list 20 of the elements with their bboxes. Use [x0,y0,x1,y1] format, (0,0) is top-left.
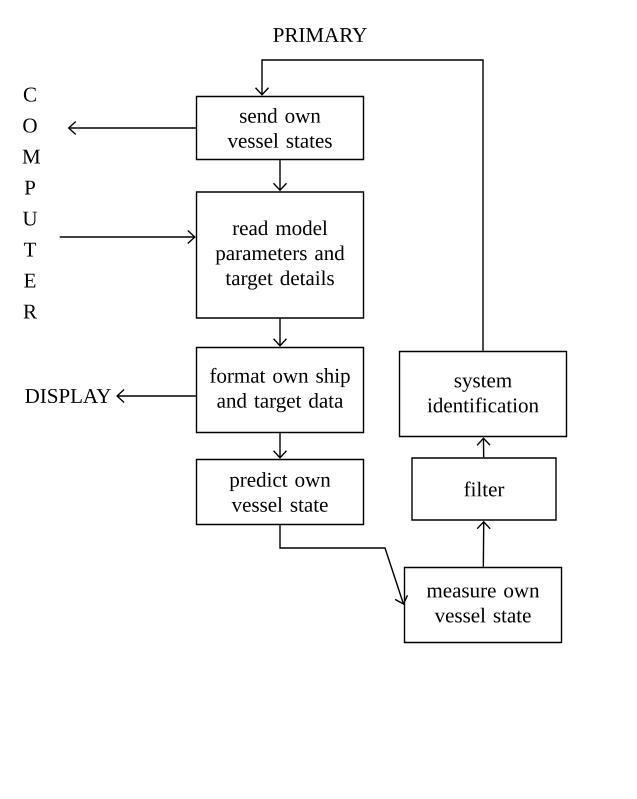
arrow [60,230,196,244]
heading-label: PRIMARY [273,28,367,42]
arrow [476,520,491,567]
arrow [272,318,288,347]
arrow [476,437,491,458]
output-label: DISPLAY [25,388,111,404]
arrow [272,433,288,459]
process-box: send own vessel states [196,96,364,160]
process-box: format own ship and target data [196,346,364,434]
process-box: measure own vessel state [404,566,562,644]
process-box: read model parameters and target details [196,191,364,319]
process-box: predict own vessel state [196,458,364,526]
arrow [254,59,484,351]
arrow [116,388,196,404]
process-box: filter [411,457,557,521]
arrow [272,160,288,192]
arrow [68,120,196,136]
arrow [279,525,408,605]
vertical-label: COMPUTER [22,88,40,318]
process-box: system identification [398,350,568,438]
